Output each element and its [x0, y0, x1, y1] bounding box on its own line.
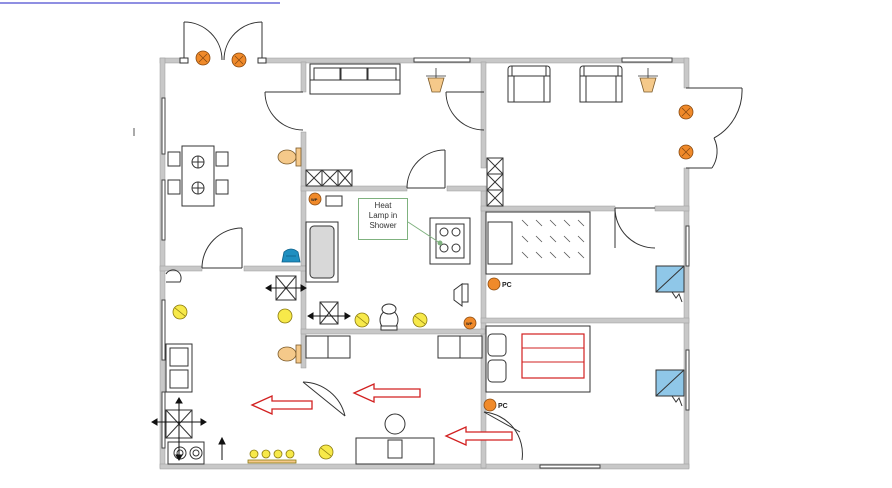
note-pointer [407, 221, 441, 244]
desk [355, 413, 435, 465]
arrow-left-3 [444, 425, 513, 447]
dining-table [167, 145, 229, 207]
cabinet-column [486, 157, 504, 207]
ceiling-lights-orange [195, 50, 694, 160]
box-cross-small [319, 301, 339, 325]
exhaust-fan [281, 248, 301, 263]
light-orange [678, 144, 694, 160]
windows [161, 57, 690, 469]
cabinet-row [305, 169, 353, 187]
dimension-marks [151, 284, 351, 461]
light-yellow [412, 312, 428, 328]
light-yellow [354, 312, 370, 328]
bed-upper [485, 211, 591, 275]
wp-light-top [308, 192, 322, 206]
note-pointer-dot [437, 240, 443, 246]
pc-label-bottom: PC [498, 403, 508, 410]
sconce [277, 344, 302, 364]
bed-lower [485, 325, 591, 393]
light-orange [231, 52, 247, 68]
wp-label-top: WP [311, 197, 318, 202]
light-yellow [318, 444, 334, 460]
light-yellow [277, 308, 293, 324]
note-line-3: Shower [369, 221, 397, 230]
pc-label-top: PC [502, 282, 512, 289]
hall-benches [305, 335, 483, 359]
doors [165, 21, 743, 461]
bathtub [305, 221, 339, 283]
light-orange [678, 104, 694, 120]
note-line-1: Heat [374, 201, 392, 210]
furniture [165, 63, 623, 465]
light-yellow [172, 304, 188, 320]
sink-double [165, 343, 193, 393]
ceiling-lights-yellow [172, 304, 428, 464]
toilet [379, 303, 399, 331]
cooktop [167, 441, 205, 465]
armchair-left [507, 65, 551, 103]
pc-light-top [487, 277, 501, 291]
lamp-top [426, 68, 446, 93]
speaker-symbol [453, 283, 469, 307]
lamp-top [638, 68, 658, 93]
wp-label-bottom: WP [466, 321, 473, 326]
direction-arrows [250, 382, 513, 447]
wall-sconces [277, 68, 658, 364]
double-outlet [325, 195, 343, 207]
pc-light-bottom [483, 398, 497, 412]
outlet-lights [308, 192, 501, 412]
walls [159, 57, 690, 470]
wp-light-bottom [463, 316, 477, 330]
armchair-right [579, 65, 623, 103]
light-orange [195, 50, 211, 66]
heat-lamp-note: Heat Lamp in Shower [358, 198, 408, 240]
light-yellow-row [247, 449, 297, 464]
wall-heaters [655, 265, 685, 407]
sofa [309, 63, 401, 95]
arrow-left-2 [352, 382, 421, 404]
sconce [277, 147, 302, 167]
note-line-2: Lamp in [368, 211, 398, 220]
stove [429, 217, 471, 265]
arrow-left-1 [250, 394, 313, 416]
